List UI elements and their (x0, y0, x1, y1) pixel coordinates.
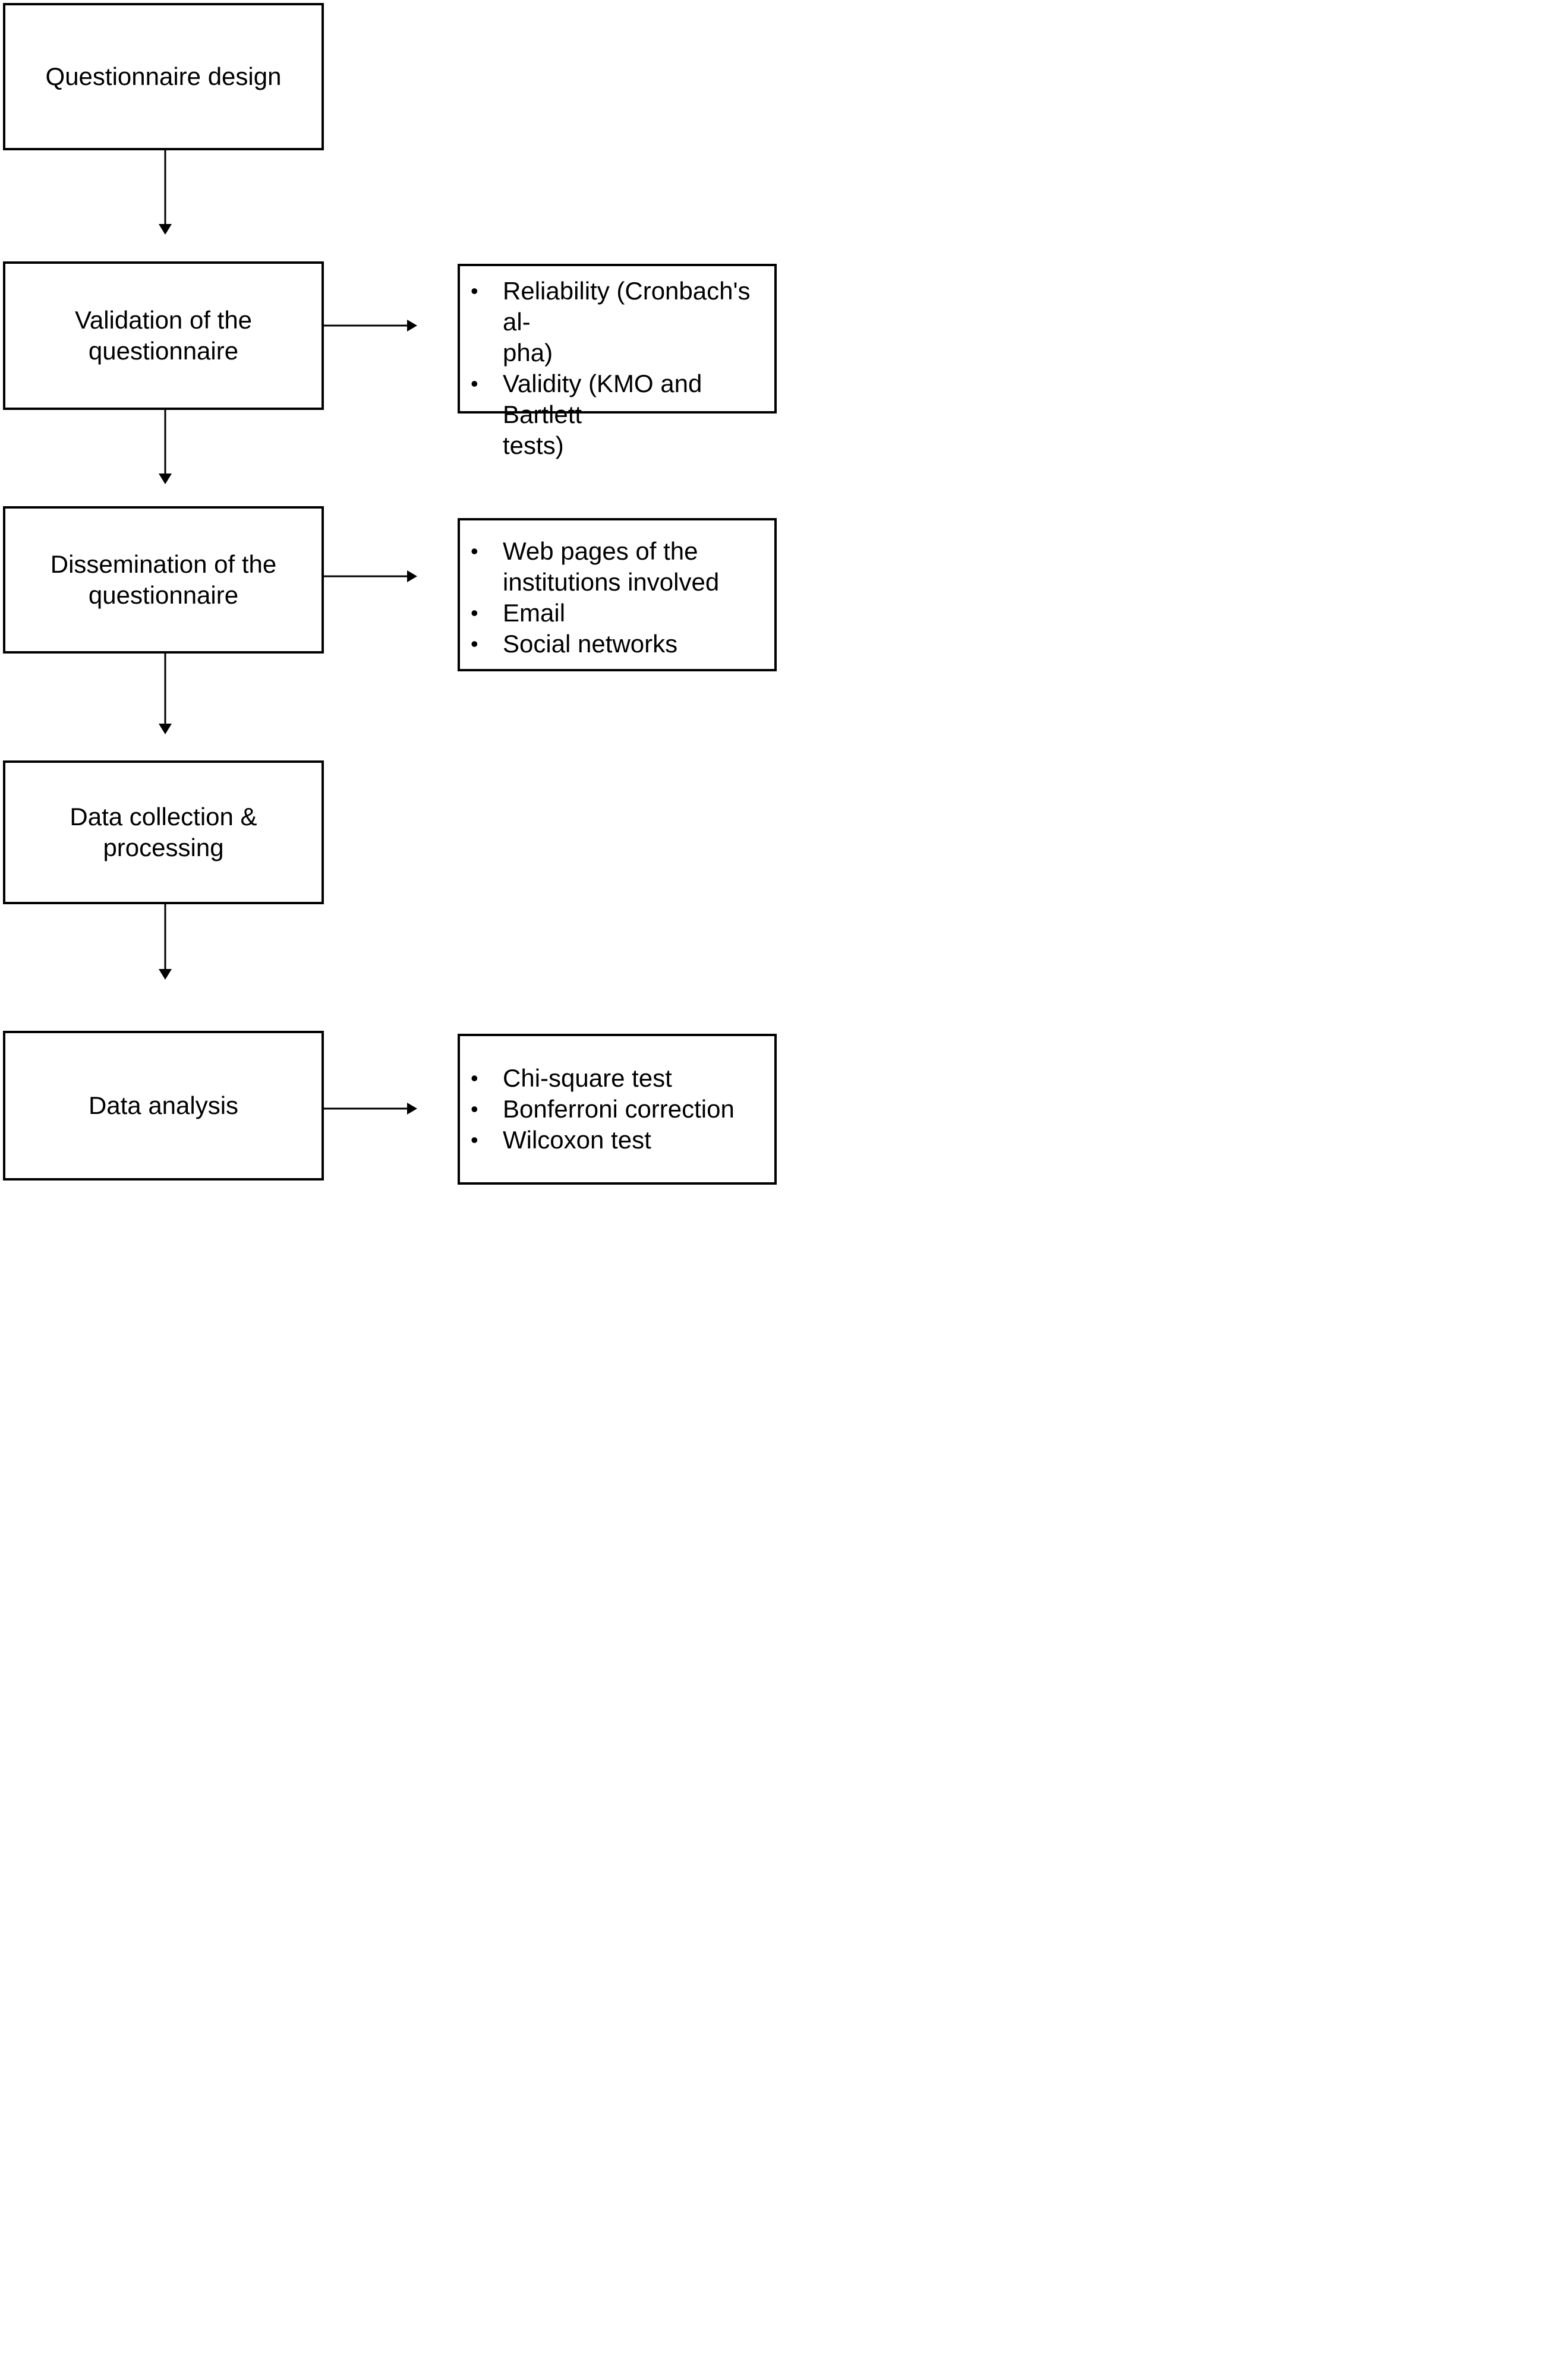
arrow-shaft (164, 150, 166, 225)
flow-box-data-collection: Data collection & processing (3, 760, 324, 904)
arrow-head (159, 224, 172, 235)
bullet-line: Email (503, 599, 566, 627)
flow-box-dissemination: Dissemination of the questionnaire (3, 506, 324, 654)
bullet-item: • Web pages of the institutions involved (460, 536, 774, 598)
flow-box-label: Questionnaire design (45, 62, 282, 90)
bullet-text: Email (503, 598, 774, 629)
flow-box-questionnaire-design: Questionnaire design (3, 3, 324, 150)
flow-box-validation: Validation of the questionnaire (3, 261, 324, 410)
arrow-down-icon-3 (159, 654, 172, 734)
bullet-list: • Chi-square test • Bonferroni correction • W… (460, 1063, 774, 1156)
bullet-item: • Wilcoxon test (460, 1125, 774, 1156)
bullet-icon: • (471, 371, 478, 396)
arrow-right-icon-3 (324, 1103, 417, 1115)
bullet-item: • Social networks (460, 629, 774, 659)
bullet-list: • Web pages of the institutions involved • E… (460, 536, 774, 659)
arrow-head (407, 570, 417, 582)
arrow-shaft (164, 904, 166, 970)
flow-box-label: Validation of the questionnaire (74, 306, 253, 365)
arrow-right-icon-2 (324, 570, 417, 582)
arrow-down-icon-4 (159, 904, 172, 980)
bullet-line: Web pages of the (503, 537, 698, 565)
bullet-text: Social networks (503, 629, 774, 659)
arrow-head (159, 724, 172, 734)
arrow-down-icon-1 (159, 150, 172, 235)
bullet-icon: • (471, 632, 478, 656)
arrow-shaft (324, 324, 408, 327)
arrow-shaft (164, 654, 166, 724)
bullet-icon: • (471, 1097, 478, 1121)
bullet-text: Web pages of the institutions involved (503, 536, 774, 598)
bullet-item: • Email (460, 598, 774, 629)
arrow-shaft (164, 410, 166, 474)
bullet-line: Reliability (Cronbach's al- (503, 277, 751, 336)
bullet-icon: • (471, 539, 478, 563)
arrow-head (159, 474, 172, 484)
bullet-text: Reliability (Cronbach's al-pha) (503, 276, 774, 368)
arrow-head (407, 320, 417, 332)
bullet-line: Wilcoxon test (503, 1126, 651, 1154)
bullet-line: Chi-square test (503, 1064, 672, 1092)
detail-panel-dissemination: • Web pages of the institutions involved • E… (458, 518, 777, 671)
bullet-text: Wilcoxon test (503, 1125, 774, 1156)
bullet-line: pha) (503, 339, 553, 367)
bullet-text: Bonferroni correction (503, 1094, 774, 1125)
bullet-line: Social networks (503, 630, 678, 658)
arrow-head (159, 969, 172, 980)
bullet-icon: • (471, 279, 478, 303)
flowchart-canvas: Questionnaire design Validation of the q… (0, 0, 779, 1190)
bullet-item: • Validity (KMO and Bartlett tests) (460, 368, 774, 461)
arrow-shaft (324, 575, 408, 577)
bullet-item: • Chi-square test (460, 1063, 774, 1094)
bullet-icon: • (471, 1128, 478, 1152)
bullet-icon: • (471, 601, 478, 625)
bullet-text: Chi-square test (503, 1063, 774, 1094)
bullet-text: Validity (KMO and Bartlett tests) (503, 368, 774, 461)
flow-box-data-analysis: Data analysis (3, 1031, 324, 1180)
arrow-down-icon-2 (159, 410, 172, 484)
detail-panel-data-analysis: • Chi-square test • Bonferroni correction • W… (458, 1034, 777, 1185)
bullet-list: • Reliability (Cronbach's al-pha) • Validit… (460, 276, 774, 461)
arrow-shaft (324, 1107, 408, 1110)
detail-panel-validation: • Reliability (Cronbach's al-pha) • Validit… (458, 264, 777, 459)
arrow-right-icon-1 (324, 320, 417, 332)
flow-box-label: Dissemination of the questionnaire (50, 550, 277, 609)
bullet-line: institutions involved (503, 568, 720, 596)
bullet-line: tests) (503, 431, 564, 459)
flow-box-label: Data collection & processing (70, 803, 257, 861)
bullet-item: • Reliability (Cronbach's al-pha) (460, 276, 774, 368)
bullet-line: Validity (KMO and Bartlett (503, 370, 702, 428)
bullet-item: • Bonferroni correction (460, 1094, 774, 1125)
bullet-line: Bonferroni correction (503, 1095, 735, 1123)
arrow-head (407, 1103, 417, 1115)
bullet-icon: • (471, 1066, 478, 1090)
flow-box-label: Data analysis (88, 1091, 239, 1119)
